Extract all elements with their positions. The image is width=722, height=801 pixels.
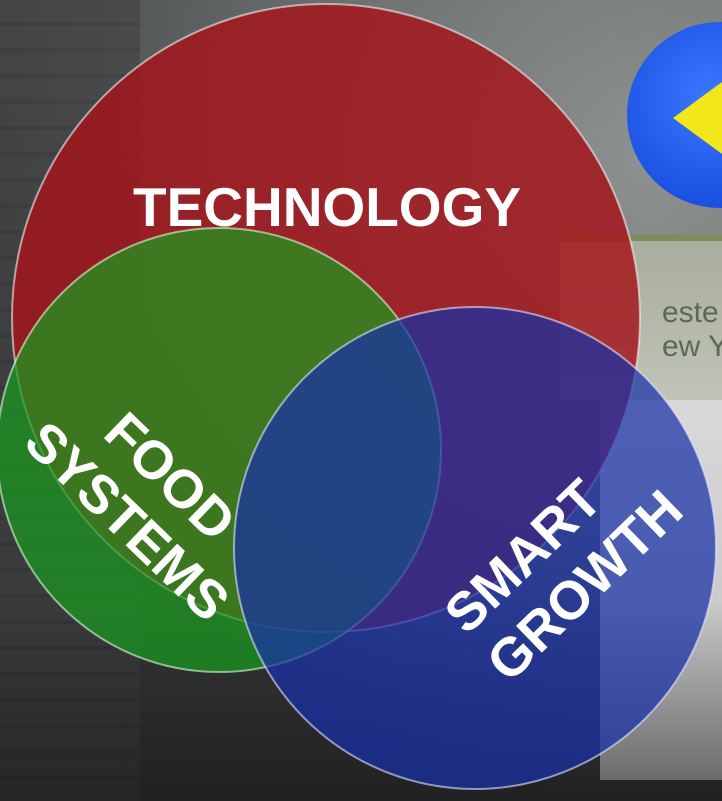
technology-label: TECHNOLOGY	[133, 176, 521, 238]
smart-growth-circle	[233, 306, 717, 790]
background-sign-text: este ew Y	[662, 296, 722, 363]
badge	[627, 22, 722, 208]
left-arrow-icon	[673, 82, 722, 154]
badge-circle	[627, 22, 722, 208]
